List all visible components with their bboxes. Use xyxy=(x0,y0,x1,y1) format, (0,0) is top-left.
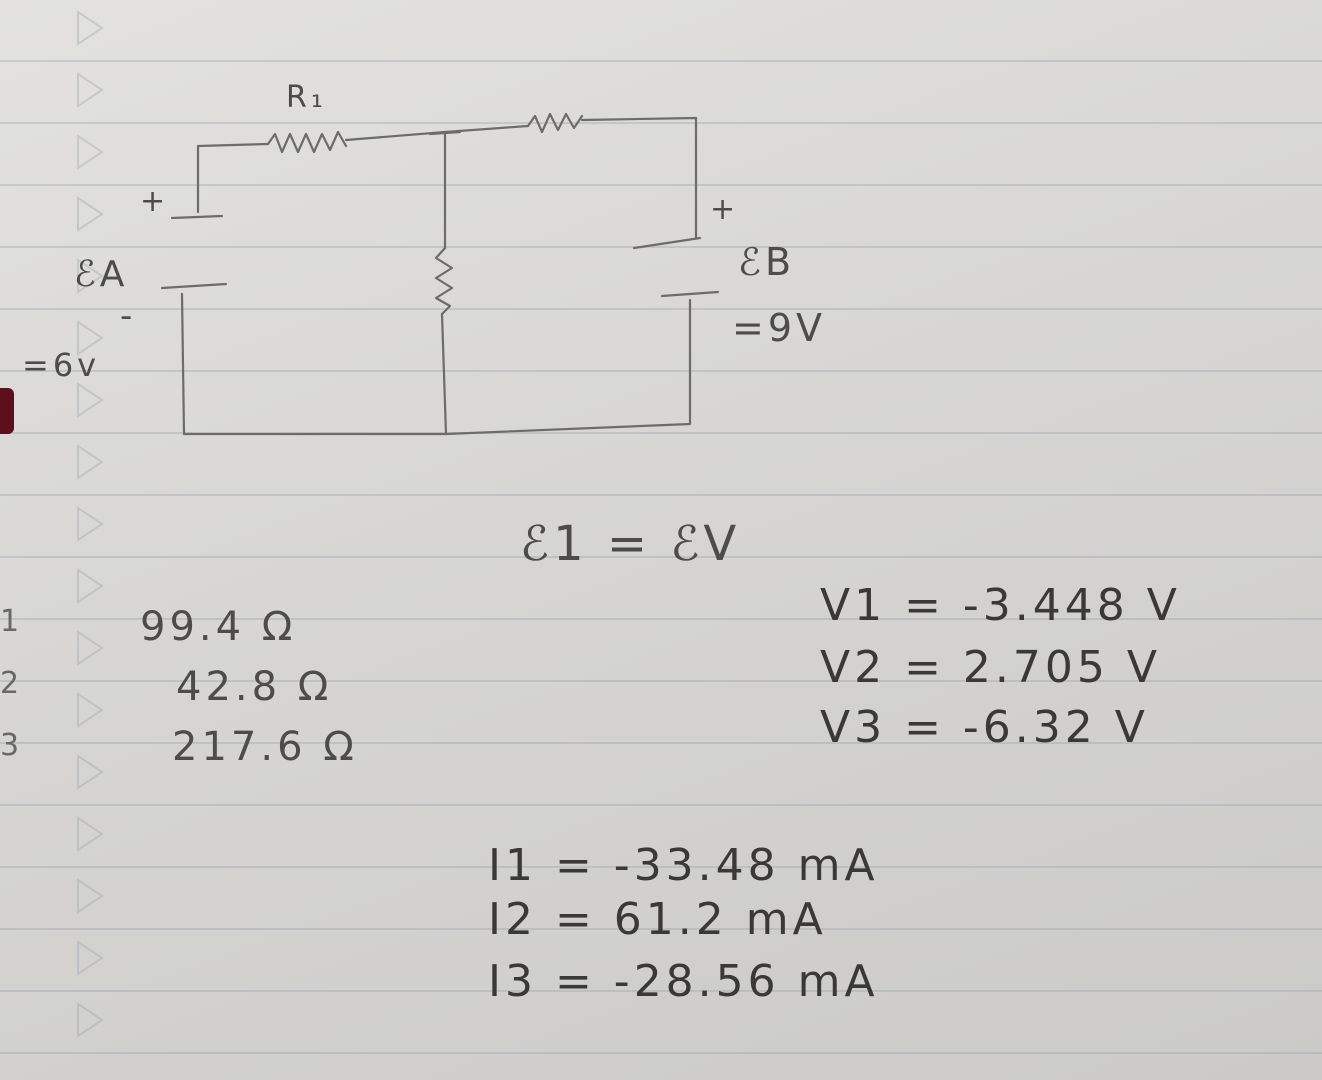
note-current-3: I3 = -28.56 mA xyxy=(488,956,879,1007)
ruled-line xyxy=(0,432,1322,434)
note-current-2: I2 = 61.2 mA xyxy=(488,894,827,945)
note-voltage-1: V1 = -3.448 V xyxy=(820,580,1181,631)
ruled-line xyxy=(0,494,1322,496)
wire-middle-lower xyxy=(440,312,448,436)
battery-b-long-plate xyxy=(632,236,702,250)
resistor-r3 xyxy=(434,246,454,316)
label-emf-a-value: =6v xyxy=(22,346,101,384)
ruled-line xyxy=(0,246,1322,248)
wire-bottom-left xyxy=(180,292,448,436)
resistor-r1 xyxy=(266,130,348,154)
label-plus-b: + xyxy=(710,192,740,227)
battery-a-short-plate xyxy=(170,214,224,220)
ruled-line xyxy=(0,370,1322,372)
ruled-line xyxy=(0,618,1322,620)
note-voltage-3: V3 = -6.32 V xyxy=(820,702,1149,753)
label-emf-b: ℰB xyxy=(738,240,796,284)
ruled-line xyxy=(0,60,1322,62)
margin-triangle-marks xyxy=(77,10,104,1038)
battery-b-short-plate xyxy=(660,290,720,298)
wire-right-bottom xyxy=(444,298,692,436)
note-voltage-2: V2 = 2.705 V xyxy=(820,642,1161,693)
junction-mark xyxy=(428,130,462,136)
note-e1: ℰ1 = ℰV xyxy=(520,516,741,572)
binder-tab xyxy=(0,388,14,434)
wire-r1-junction xyxy=(344,130,447,142)
ruled-line xyxy=(0,928,1322,930)
label-emf-b-value: =9V xyxy=(732,306,827,350)
margin-num-3: 3 xyxy=(0,728,20,763)
ruled-line xyxy=(0,866,1322,868)
resistor-r2 xyxy=(526,112,584,134)
ruled-line xyxy=(0,184,1322,186)
note-resistor-3: 217.6 Ω xyxy=(172,724,358,770)
wire-top-left xyxy=(196,142,270,214)
label-plus-a: + xyxy=(140,184,170,219)
wire-top-right xyxy=(580,116,698,240)
label-minus-a: - xyxy=(120,296,137,336)
ruled-line xyxy=(0,680,1322,682)
note-current-1: I1 = -33.48 mA xyxy=(488,840,879,891)
margin-num-2: 2 xyxy=(0,666,20,701)
ruled-line xyxy=(0,308,1322,310)
note-resistor-1: 99.4 Ω xyxy=(140,604,297,650)
ruled-line xyxy=(0,990,1322,992)
ruled-line xyxy=(0,742,1322,744)
note-resistor-2: 42.8 Ω xyxy=(176,664,333,710)
ruled-line xyxy=(0,556,1322,558)
margin-num-1: 1 xyxy=(0,604,20,639)
battery-a-long-plate xyxy=(160,282,228,290)
ruled-line xyxy=(0,1052,1322,1054)
label-r1: R₁ xyxy=(286,80,327,115)
label-emf-a: ℰA xyxy=(74,254,129,295)
ruled-line xyxy=(0,804,1322,806)
ruled-line xyxy=(0,122,1322,124)
